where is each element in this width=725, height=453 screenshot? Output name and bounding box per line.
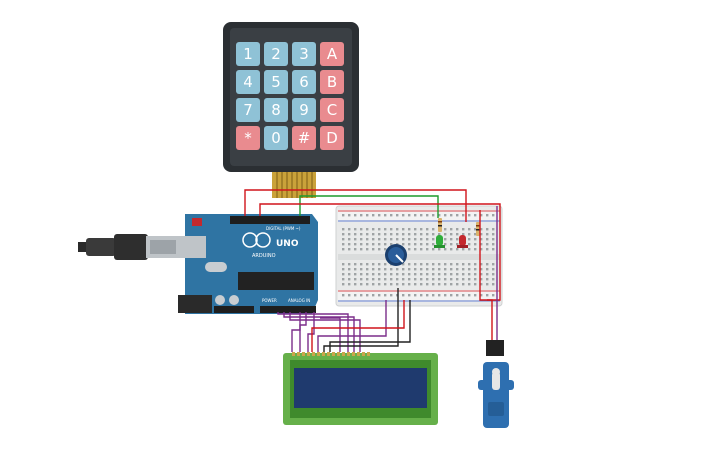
keypad-key[interactable]: 0 <box>264 126 288 150</box>
keypad-key[interactable]: 9 <box>292 98 316 122</box>
lcd-pins <box>292 352 370 356</box>
keypad-key[interactable]: 4 <box>236 70 260 94</box>
keypad-key[interactable]: 8 <box>264 98 288 122</box>
keypad-key[interactable]: A <box>320 42 344 66</box>
lcd-pin <box>327 352 330 356</box>
led-red <box>457 235 468 248</box>
keypad-key-label: 7 <box>243 101 253 119</box>
keypad-key[interactable]: D <box>320 126 344 150</box>
keypad-key[interactable]: 6 <box>292 70 316 94</box>
arduino-uno-board: ARDUINO UNO POWER ANALOG IN DIGITAL (PWM… <box>178 214 318 314</box>
keypad-key[interactable]: 1 <box>236 42 260 66</box>
keypad-key[interactable]: C <box>320 98 344 122</box>
lcd-pin <box>342 352 345 356</box>
keypad-key-label: 4 <box>243 73 253 91</box>
keypad-key-label: 8 <box>271 101 281 119</box>
keypad-key-label: 3 <box>299 45 309 63</box>
lcd-pin <box>362 352 365 356</box>
keypad-key[interactable]: B <box>320 70 344 94</box>
keypad-ribbon <box>276 172 313 198</box>
keypad-key-label: 6 <box>299 73 309 91</box>
lcd-pin <box>292 352 295 356</box>
lcd-pin <box>312 352 315 356</box>
keypad-key-label: B <box>327 73 337 91</box>
keypad-key-label: 2 <box>271 45 281 63</box>
lcd-pin <box>317 352 320 356</box>
lcd-pin <box>357 352 360 356</box>
lcd-pin <box>302 352 305 356</box>
arduino-power-label: POWER <box>262 298 277 303</box>
resistor-2 <box>476 222 480 236</box>
keypad-key-label: 5 <box>271 73 281 91</box>
breadboard-holes <box>342 214 495 297</box>
wires <box>244 189 501 352</box>
arduino-brand-label: ARDUINO <box>252 253 276 259</box>
arduino-analog-label: ANALOG IN <box>288 298 310 303</box>
keypad-key[interactable]: 7 <box>236 98 260 122</box>
resistor-1 <box>438 218 442 232</box>
keypad-key[interactable]: 5 <box>264 70 288 94</box>
keypad-key-label: A <box>327 45 338 63</box>
keypad-key[interactable]: # <box>292 126 316 150</box>
keypad-key[interactable]: * <box>236 126 260 150</box>
arduino-digital-label: DIGITAL (PWM ~) <box>266 226 301 231</box>
lcd-pin <box>337 352 340 356</box>
lcd-pin <box>352 352 355 356</box>
lcd-pin <box>307 352 310 356</box>
keypad-key-label: 1 <box>243 45 253 63</box>
keypad-key[interactable]: 3 <box>292 42 316 66</box>
keypad-key-label: C <box>327 101 337 119</box>
keypad-key-label: * <box>244 129 252 147</box>
keypad-key-label: D <box>326 129 338 147</box>
servo-motor <box>478 340 514 428</box>
keypad-key-label: # <box>298 129 311 147</box>
led-green <box>434 235 445 248</box>
lcd-pin <box>367 352 370 356</box>
lcd-16x2 <box>283 352 438 425</box>
keypad-key[interactable]: 2 <box>264 42 288 66</box>
usb-cable <box>78 234 180 260</box>
lcd-pin <box>322 352 325 356</box>
potentiometer[interactable] <box>385 244 407 266</box>
keypad-key-label: 9 <box>299 101 309 119</box>
arduino-model-label: UNO <box>276 239 299 249</box>
lcd-pin <box>332 352 335 356</box>
keypad-key-label: 0 <box>271 129 281 147</box>
lcd-pin <box>297 352 300 356</box>
breadboard <box>335 205 503 307</box>
lcd-pin <box>347 352 350 356</box>
